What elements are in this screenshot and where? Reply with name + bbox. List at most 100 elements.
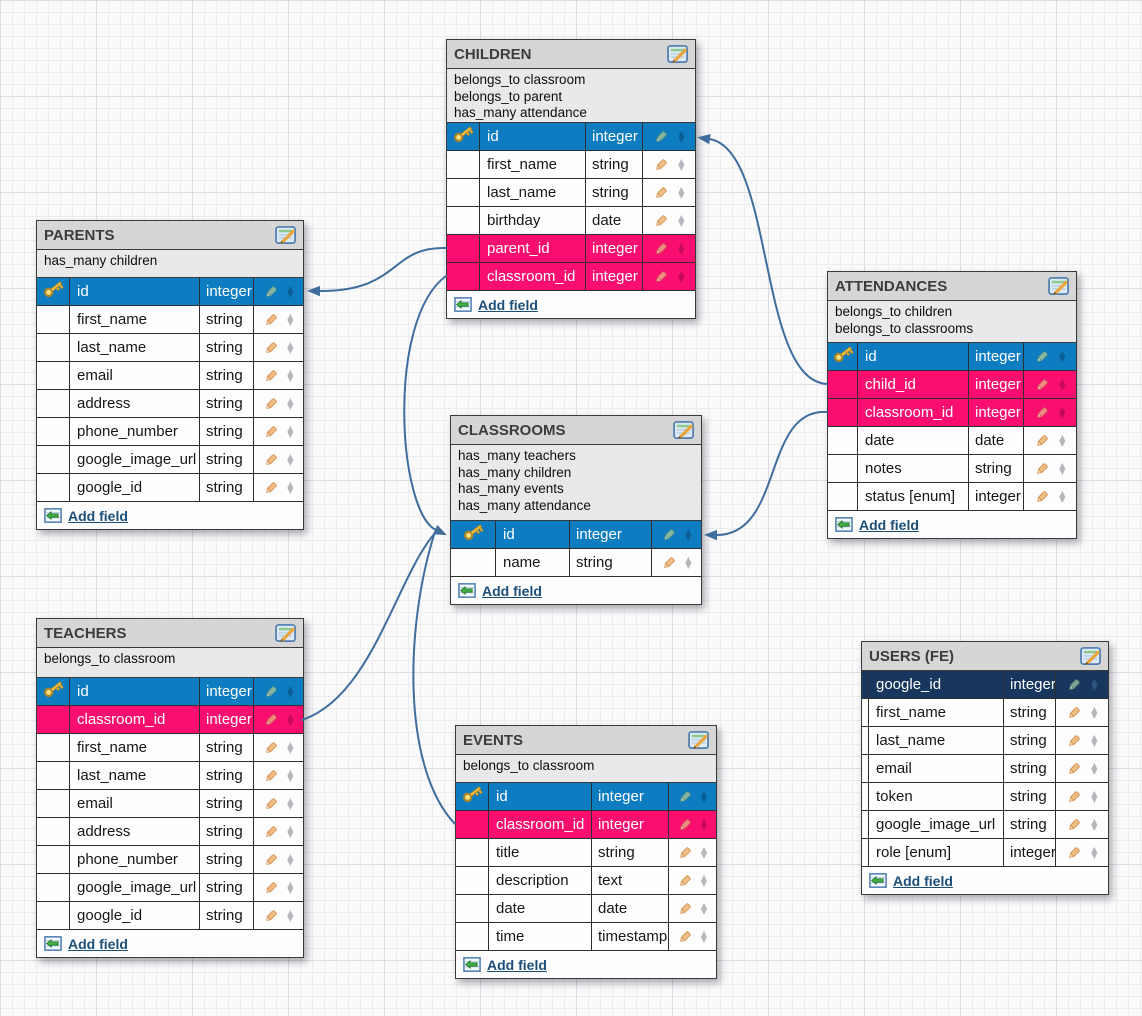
reorder-field-control[interactable]: ▲▼ bbox=[287, 368, 293, 382]
edit-table-icon[interactable] bbox=[688, 730, 711, 750]
reorder-field-control[interactable]: ▲▼ bbox=[287, 880, 293, 894]
edit-field-icon[interactable] bbox=[1035, 378, 1049, 392]
edit-field-icon[interactable] bbox=[1035, 350, 1049, 364]
reorder-field-control[interactable]: ▲▼ bbox=[1091, 789, 1097, 803]
edit-field-icon[interactable] bbox=[654, 130, 668, 144]
reorder-field-control[interactable]: ▲▼ bbox=[678, 241, 684, 255]
edit-field-icon[interactable] bbox=[678, 930, 692, 944]
field-row-phone-number[interactable]: phone_number string ▲▼ bbox=[37, 418, 303, 446]
reorder-field-control[interactable]: ▲▼ bbox=[685, 527, 691, 541]
edit-field-icon[interactable] bbox=[1035, 490, 1049, 504]
add-field-link[interactable]: Add field bbox=[487, 956, 547, 973]
field-row-status-enum-[interactable]: status [enum] integer ▲▼ bbox=[828, 483, 1076, 511]
edit-field-icon[interactable] bbox=[264, 397, 278, 411]
reorder-field-control[interactable]: ▲▼ bbox=[287, 740, 293, 754]
edit-field-icon[interactable] bbox=[678, 902, 692, 916]
reorder-field-control[interactable]: ▲▼ bbox=[1091, 677, 1097, 691]
field-row-last-name[interactable]: last_name string ▲▼ bbox=[447, 179, 695, 207]
edit-field-icon[interactable] bbox=[264, 825, 278, 839]
reorder-field-control[interactable]: ▲▼ bbox=[287, 908, 293, 922]
edit-field-icon[interactable] bbox=[264, 313, 278, 327]
reorder-field-control[interactable]: ▲▼ bbox=[287, 824, 293, 838]
field-row-first-name[interactable]: first_name string ▲▼ bbox=[37, 306, 303, 334]
field-row-google-id[interactable]: google_id string ▲▼ bbox=[37, 474, 303, 502]
field-row-role-enum-[interactable]: role [enum] integer ▲▼ bbox=[862, 839, 1108, 867]
edit-field-icon[interactable] bbox=[1035, 462, 1049, 476]
field-row-birthday[interactable]: birthday date ▲▼ bbox=[447, 207, 695, 235]
field-row-name[interactable]: name string ▲▼ bbox=[451, 549, 701, 577]
field-row-email[interactable]: email string ▲▼ bbox=[37, 362, 303, 390]
add-field-link[interactable]: Add field bbox=[893, 872, 953, 889]
field-row-id[interactable]: id integer ▲▼ bbox=[447, 123, 695, 151]
add-field-link[interactable]: Add field bbox=[478, 296, 538, 313]
add-field-link[interactable]: Add field bbox=[859, 516, 919, 533]
reorder-field-control[interactable]: ▲▼ bbox=[287, 312, 293, 326]
edit-field-icon[interactable] bbox=[1067, 734, 1081, 748]
edit-table-icon[interactable] bbox=[667, 44, 690, 64]
field-row-token[interactable]: token string ▲▼ bbox=[862, 783, 1108, 811]
reorder-field-control[interactable]: ▲▼ bbox=[1059, 377, 1065, 391]
edit-field-icon[interactable] bbox=[1035, 434, 1049, 448]
field-row-parent-id[interactable]: parent_id integer ▲▼ bbox=[447, 235, 695, 263]
reorder-field-control[interactable]: ▲▼ bbox=[1091, 761, 1097, 775]
field-row-last-name[interactable]: last_name string ▲▼ bbox=[37, 334, 303, 362]
field-row-id[interactable]: id integer ▲▼ bbox=[37, 678, 303, 706]
reorder-field-control[interactable]: ▲▼ bbox=[701, 789, 707, 803]
field-row-first-name[interactable]: first_name string ▲▼ bbox=[37, 734, 303, 762]
reorder-field-control[interactable]: ▲▼ bbox=[678, 185, 684, 199]
field-row-google-image-url[interactable]: google_image_url string ▲▼ bbox=[37, 874, 303, 902]
edit-field-icon[interactable] bbox=[1067, 818, 1081, 832]
reorder-field-control[interactable]: ▲▼ bbox=[287, 684, 293, 698]
edit-field-icon[interactable] bbox=[264, 685, 278, 699]
table-users-fe[interactable]: USERS (FE) bbox=[861, 641, 1109, 895]
reorder-field-control[interactable]: ▲▼ bbox=[287, 796, 293, 810]
reorder-field-control[interactable]: ▲▼ bbox=[1059, 489, 1065, 503]
field-row-description[interactable]: description text ▲▼ bbox=[456, 867, 716, 895]
reorder-field-control[interactable]: ▲▼ bbox=[287, 284, 293, 298]
field-row-date[interactable]: date date ▲▼ bbox=[828, 427, 1076, 455]
edit-field-icon[interactable] bbox=[678, 874, 692, 888]
field-row-google-id[interactable]: google_id string ▲▼ bbox=[37, 902, 303, 930]
field-row-address[interactable]: address string ▲▼ bbox=[37, 818, 303, 846]
edit-field-icon[interactable] bbox=[654, 214, 668, 228]
edit-field-icon[interactable] bbox=[654, 158, 668, 172]
edit-field-icon[interactable] bbox=[678, 818, 692, 832]
reorder-field-control[interactable]: ▲▼ bbox=[287, 480, 293, 494]
add-field-link[interactable]: Add field bbox=[482, 582, 542, 599]
edit-field-icon[interactable] bbox=[1067, 846, 1081, 860]
field-row-classroom-id[interactable]: classroom_id integer ▲▼ bbox=[828, 399, 1076, 427]
reorder-field-control[interactable]: ▲▼ bbox=[701, 929, 707, 943]
edit-field-icon[interactable] bbox=[654, 186, 668, 200]
table-teachers[interactable]: TEACHERS belongs_to classroom bbox=[36, 618, 304, 958]
reorder-field-control[interactable]: ▲▼ bbox=[685, 555, 691, 569]
field-row-classroom-id[interactable]: classroom_id integer ▲▼ bbox=[447, 263, 695, 291]
reorder-field-control[interactable]: ▲▼ bbox=[1091, 705, 1097, 719]
field-row-google-id[interactable]: google_id integer ▲▼ bbox=[862, 671, 1108, 699]
field-row-email[interactable]: email string ▲▼ bbox=[862, 755, 1108, 783]
edit-field-icon[interactable] bbox=[654, 242, 668, 256]
reorder-field-control[interactable]: ▲▼ bbox=[287, 424, 293, 438]
field-row-google-image-url[interactable]: google_image_url string ▲▼ bbox=[862, 811, 1108, 839]
reorder-field-control[interactable]: ▲▼ bbox=[701, 817, 707, 831]
edit-field-icon[interactable] bbox=[264, 341, 278, 355]
field-row-classroom-id[interactable]: classroom_id integer ▲▼ bbox=[37, 706, 303, 734]
edit-field-icon[interactable] bbox=[264, 853, 278, 867]
edit-field-icon[interactable] bbox=[264, 285, 278, 299]
reorder-field-control[interactable]: ▲▼ bbox=[1091, 817, 1097, 831]
edit-field-icon[interactable] bbox=[264, 797, 278, 811]
field-row-last-name[interactable]: last_name string ▲▼ bbox=[37, 762, 303, 790]
edit-field-icon[interactable] bbox=[678, 846, 692, 860]
edit-table-icon[interactable] bbox=[1048, 276, 1071, 296]
field-row-id[interactable]: id integer ▲▼ bbox=[37, 278, 303, 306]
table-classrooms[interactable]: CLASSROOMS has_many teachers has_many ch… bbox=[450, 415, 702, 605]
reorder-field-control[interactable]: ▲▼ bbox=[701, 845, 707, 859]
edit-field-icon[interactable] bbox=[264, 909, 278, 923]
edit-field-icon[interactable] bbox=[264, 769, 278, 783]
reorder-field-control[interactable]: ▲▼ bbox=[1059, 349, 1065, 363]
reorder-field-control[interactable]: ▲▼ bbox=[287, 712, 293, 726]
edit-field-icon[interactable] bbox=[1067, 790, 1081, 804]
reorder-field-control[interactable]: ▲▼ bbox=[1059, 433, 1065, 447]
edit-field-icon[interactable] bbox=[264, 741, 278, 755]
edit-field-icon[interactable] bbox=[264, 881, 278, 895]
field-row-first-name[interactable]: first_name string ▲▼ bbox=[447, 151, 695, 179]
